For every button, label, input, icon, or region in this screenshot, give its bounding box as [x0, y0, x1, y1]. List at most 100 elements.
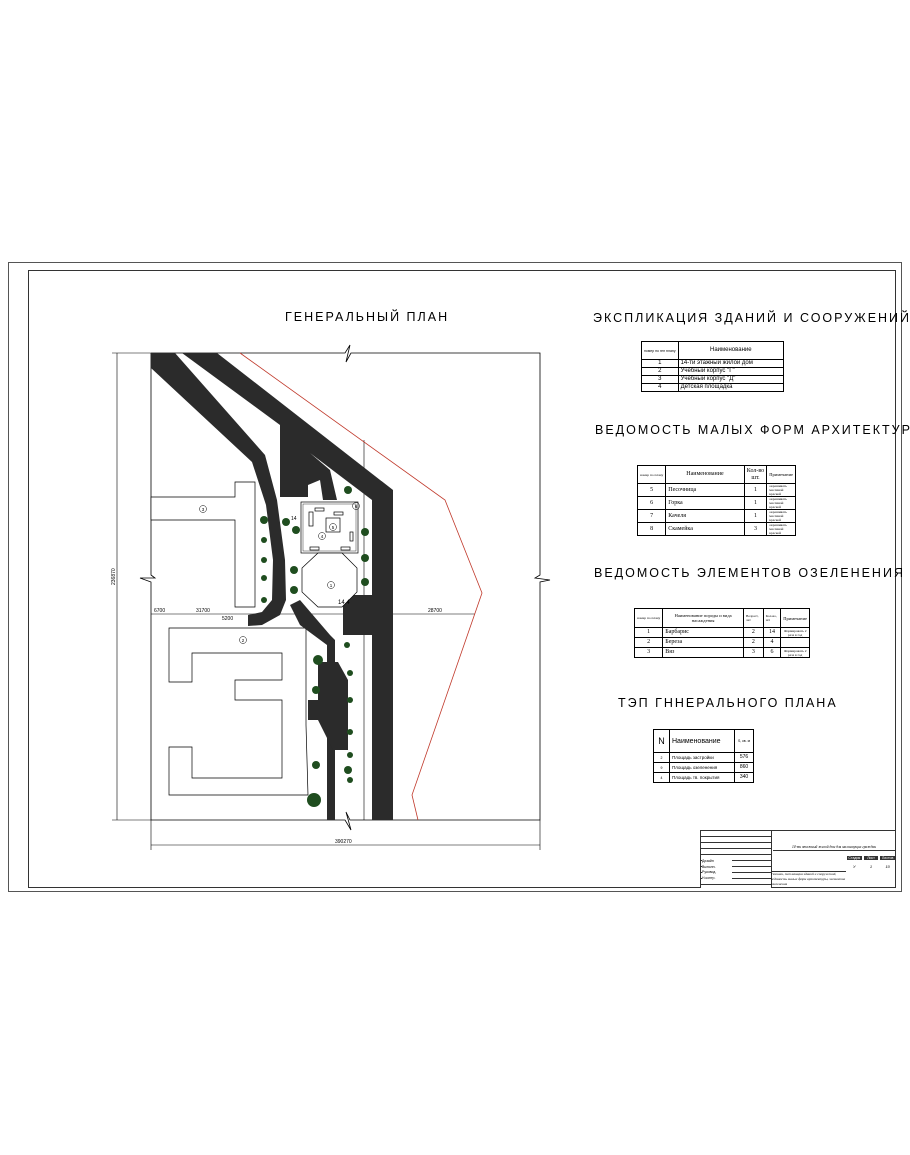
cell: 2 [653, 752, 670, 763]
stage-headers: Стадия Лист Листов [846, 856, 896, 860]
cell: Горка [665, 496, 745, 510]
cell: 4 [762, 637, 782, 648]
site-boundary [239, 352, 483, 821]
cell: Скамейка [665, 522, 745, 536]
marker-5: 5 [332, 525, 335, 530]
cell: Песочница [665, 483, 745, 497]
header-cell: Примечание [766, 465, 796, 484]
header-cell: Примечание [780, 608, 810, 628]
title-block-roles: Дизайн Выполн. Руковод. Н.контр. [702, 859, 732, 882]
cell: Площадь застройки [669, 752, 735, 763]
cell: 1 [743, 496, 768, 510]
header-cell: Наименование породы и вида насаждения [662, 608, 744, 628]
dim-seg-1: 6700 [154, 608, 165, 614]
cell: Барбарис [662, 627, 744, 638]
cell: 2 [633, 637, 664, 648]
cell: 6 [762, 647, 782, 658]
position-markers [199, 502, 360, 644]
dim-seg-4: 28700 [428, 608, 442, 614]
playground [300, 501, 359, 608]
title-block: Дизайн Выполн. Руковод. Н.контр. 14-ти э… [700, 830, 896, 888]
cell: Площадь озеленения [669, 762, 735, 773]
role-label: Выполн. [702, 864, 716, 869]
header-cell: S, кв. м [734, 729, 754, 753]
drawing-frame [28, 270, 896, 888]
stage-header: Стадия [847, 856, 862, 860]
marker-6: 6 [355, 504, 358, 509]
role-label: Дизайн [702, 859, 714, 863]
cell: окрашивать масляной краской [766, 522, 796, 536]
cell: 2 [742, 627, 764, 638]
cell: Учебный корпус "Г" [677, 367, 785, 376]
stage-values: У 1 10 [846, 864, 896, 869]
cell: окрашивать масляной краской [766, 509, 796, 523]
building-2 [168, 627, 309, 796]
cell: 3 [633, 647, 664, 658]
header-cell: Наименование [677, 341, 785, 360]
small-forms-title: ВЕДОМОСТЬ МАЛЫХ ФОРМ АРХИТЕКТУРЫ [595, 423, 910, 437]
cell [780, 637, 810, 648]
header-cell: номер по плану [636, 465, 667, 484]
cell: 2 [641, 367, 679, 376]
road-left [151, 353, 286, 626]
cell: 1 [641, 359, 679, 368]
cell: 6 [636, 496, 667, 510]
cell: 1 [743, 483, 768, 497]
cell: Формировать 2 раза в год [780, 627, 810, 638]
roads [151, 353, 393, 820]
cell: 2 [742, 637, 764, 648]
header-cell: Кол-во, шт [762, 608, 782, 628]
drawing-sheet [8, 262, 902, 892]
dim-seg-3: 5200 [222, 616, 233, 622]
sheet-name: Генплан, экспликация зданий и сооружений… [771, 871, 846, 886]
dim-width: 390270 [335, 839, 352, 845]
building-3 [150, 481, 256, 608]
marker-4: 4 [321, 534, 324, 539]
stage-header: Листов [880, 856, 896, 860]
cell: 7 [636, 509, 667, 523]
header-cell: N [653, 729, 670, 753]
cell: Качеля [665, 509, 745, 523]
parking [343, 595, 372, 635]
octagon-building-1 [301, 552, 358, 608]
cell: Формировать 2 раза в год [780, 647, 810, 658]
stage-header: Лист [863, 856, 879, 860]
path-center [290, 600, 335, 820]
cell: 3 [641, 375, 679, 384]
role-label: Н.контр. [702, 876, 716, 881]
stage-value: У [853, 864, 856, 869]
header-cell: Возраст, лет [742, 608, 764, 628]
road-main [182, 353, 393, 820]
header-cell: Наименование [665, 465, 745, 484]
header-cell: Кол-во шт. [743, 465, 768, 484]
cell: 5 [636, 483, 667, 497]
cell: 4 [641, 383, 679, 392]
cell: Вяз [662, 647, 744, 658]
cell: 860 [734, 762, 754, 773]
cell: окрашивать масляной краской [766, 483, 796, 497]
cell: 8 [636, 522, 667, 536]
project-name: 14-ти этажный жилой дом для малоимущих г… [773, 845, 895, 851]
cell: окрашивать масляной краской [766, 496, 796, 510]
marker-1: 1 [330, 583, 333, 588]
header-cell: Наименование [669, 729, 735, 753]
header-cell: номер по ген плану [641, 341, 679, 360]
plaza [308, 662, 348, 750]
dim-small: 14 [291, 516, 297, 522]
dim-seg-2: 31700 [196, 608, 210, 614]
role-label: Руковод. [702, 870, 717, 875]
dim-court: 14.4 [338, 600, 350, 606]
marker-2: 2 [242, 638, 245, 643]
